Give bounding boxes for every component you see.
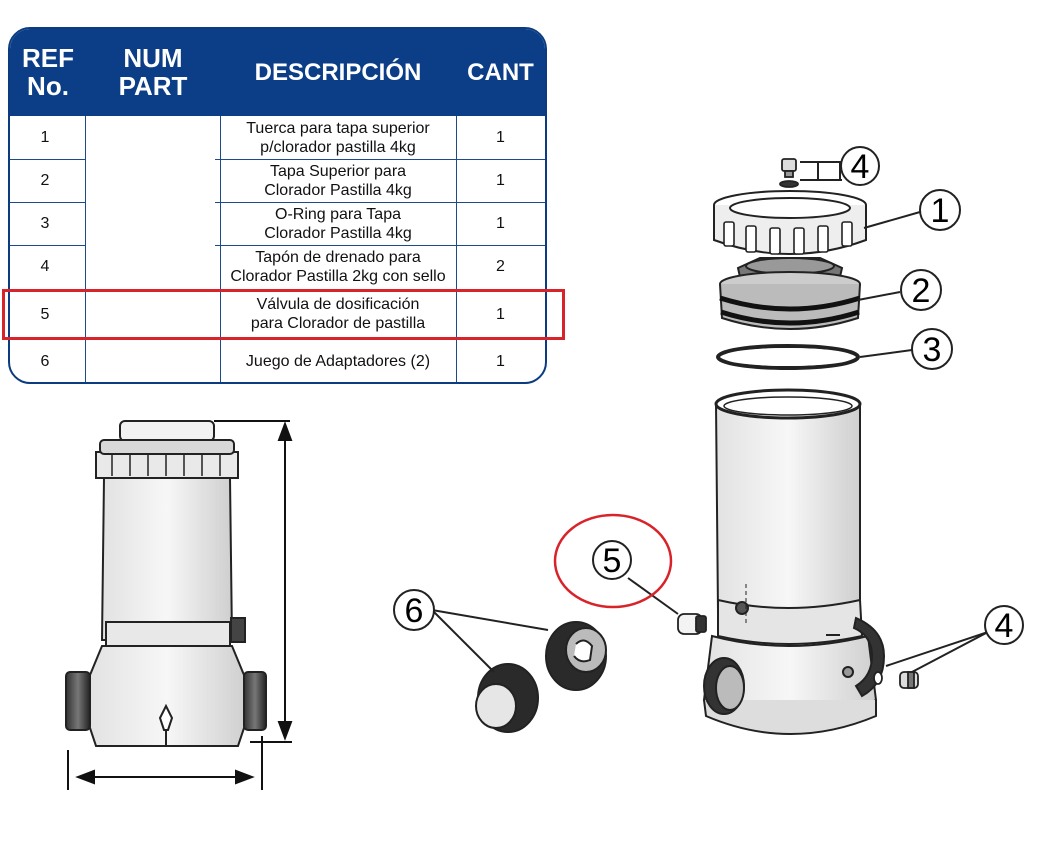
row-description: Tapón de drenado para Clorador Pastilla … <box>230 248 446 285</box>
table-row: 3 O-Ring para Tapa Clorador Pastilla 4kg… <box>10 203 545 246</box>
row-quantity: 2 <box>496 258 505 276</box>
row-description: Válvula de dosificación para Clorador de… <box>250 296 426 332</box>
adapter-set <box>475 621 607 733</box>
header-ref-no: REF No. <box>22 43 74 101</box>
column-divider <box>220 116 221 382</box>
row-quantity: 1 <box>496 305 505 323</box>
table-row: 5 Válvula de dosificación para Clorador … <box>10 291 545 339</box>
header-num-part: NUM PART <box>118 43 188 101</box>
row-divider <box>215 159 545 160</box>
parts-table: REF No. NUM PART DESCRIPCIÓN CANT 1 Tuer… <box>8 27 547 384</box>
side-view-chlorinator <box>65 420 267 747</box>
row-description: O-Ring para Tapa Clorador Pastilla 4kg <box>264 205 412 242</box>
top-lid <box>719 257 861 330</box>
row-quantity: 1 <box>496 352 505 370</box>
row-ref: 3 <box>40 215 50 233</box>
callout-label: 3 <box>923 331 942 369</box>
callout-1 <box>863 189 961 231</box>
header-quantity: CANT <box>467 58 534 86</box>
column-divider <box>85 116 86 382</box>
column-divider <box>456 116 457 382</box>
row-divider <box>215 202 545 203</box>
callout-label: 2 <box>912 272 931 310</box>
header-description: DESCRIPCIÓN <box>254 58 422 86</box>
dosing-valve <box>677 613 707 635</box>
row-ref: 6 <box>40 352 50 370</box>
row-divider <box>10 159 85 160</box>
drain-plug-top <box>779 158 799 188</box>
row-ref: 2 <box>40 172 50 190</box>
table-row: 6 Juego de Adaptadores (2) 1 <box>10 340 545 382</box>
row-quantity: 1 <box>496 172 505 190</box>
drain-plug-side <box>873 671 919 689</box>
callout-4-top <box>800 146 880 186</box>
row-quantity: 1 <box>496 129 505 147</box>
callout-6 <box>393 589 549 673</box>
row-divider <box>10 202 85 203</box>
row-description: Tuerca para tapa superior p/clorador pas… <box>246 119 430 156</box>
top-lid-nut <box>713 190 867 255</box>
row-description: Juego de Adaptadores (2) <box>245 352 431 370</box>
highlight-box-row-5 <box>2 289 565 340</box>
highlight-ellipse-callout-5 <box>553 513 673 609</box>
row-description: Tapa Superior para Clorador Pastilla 4kg <box>264 162 412 199</box>
callout-5 <box>592 540 679 615</box>
row-ref: 5 <box>40 305 50 323</box>
table-row: 4 Tapón de drenado para Clorador Pastill… <box>10 246 545 289</box>
callout-label: 1 <box>931 192 950 230</box>
chlorinator-body <box>702 388 886 735</box>
row-quantity: 1 <box>496 215 505 233</box>
row-ref: 1 <box>40 129 50 147</box>
callout-2 <box>857 269 942 311</box>
callout-label: 5 <box>603 542 622 580</box>
row-ref: 4 <box>40 258 50 276</box>
callout-label: 4 <box>851 148 870 186</box>
row-divider <box>215 245 545 246</box>
callout-label: 4 <box>995 607 1014 645</box>
table-row: 2 Tapa Superior para Clorador Pastilla 4… <box>10 160 545 203</box>
table-header: REF No. NUM PART DESCRIPCIÓN CANT <box>10 29 545 116</box>
callout-3 <box>859 328 953 370</box>
table-row: 1 Tuerca para tapa superior p/clorador p… <box>10 117 545 160</box>
o-ring <box>716 344 860 370</box>
dimension-lines <box>67 420 293 790</box>
callout-label: 6 <box>405 592 424 630</box>
callout-4-side <box>885 605 1024 673</box>
row-divider <box>10 245 85 246</box>
